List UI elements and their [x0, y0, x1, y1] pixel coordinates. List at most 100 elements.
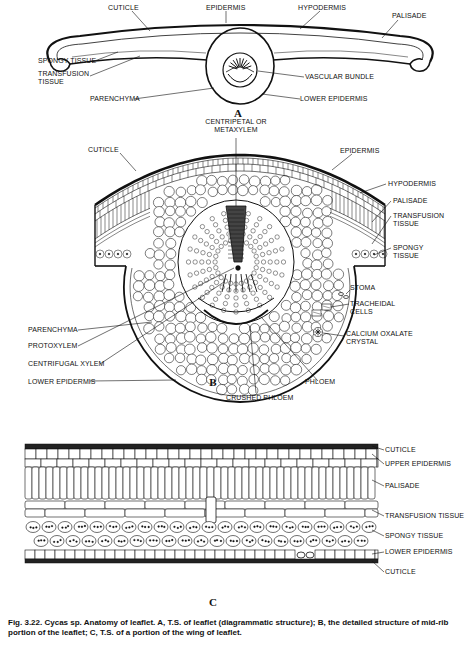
palisade-cell [109, 212, 110, 230]
palisade-cell [193, 467, 200, 499]
hypodermis-cell [105, 459, 121, 467]
phloem [198, 298, 274, 312]
epidermis-cell [289, 449, 300, 459]
epidermis-cell [253, 158, 254, 164]
epidermis-cell [255, 550, 265, 559]
bundle-cell [249, 244, 253, 248]
epidermis-cell [135, 550, 145, 559]
hypodermis-cell [364, 201, 365, 208]
parenchyma-cell [186, 196, 196, 206]
parenchyma-cell [165, 227, 175, 237]
part-label: PARENCHYMA [28, 326, 98, 334]
part-label: PHLOEM [305, 378, 355, 386]
leader-line [226, 11, 227, 23]
chloroplast [40, 539, 42, 541]
epidermis-cell [358, 191, 359, 197]
parenchyma-cell [259, 374, 269, 384]
parenchyma-cell [291, 217, 301, 227]
epidermis-cell [102, 449, 113, 459]
spongy-cell [306, 536, 320, 547]
parenchyma-cell [208, 323, 217, 332]
chloroplast [67, 525, 69, 527]
bundle-cell [273, 271, 277, 275]
epidermis-cell [267, 449, 278, 459]
parenchyma-cell [302, 290, 312, 300]
leader-line [258, 71, 304, 77]
palisade-cell [263, 467, 270, 499]
epidermis-cell [223, 449, 234, 459]
parenchyma-cell [269, 186, 279, 196]
parenchyma-cell [239, 333, 250, 344]
epidermis-cell [103, 203, 104, 209]
bundle-cell [267, 295, 271, 299]
chloroplast [43, 540, 45, 542]
parenchyma-cell [301, 333, 312, 344]
parenchyma-cell [260, 333, 269, 342]
lower-epidermis-line [354, 265, 385, 267]
spongy-cell [114, 536, 128, 547]
parenchyma-cell [312, 290, 323, 301]
chloroplast [180, 526, 182, 528]
leader-line [374, 248, 391, 255]
parenchyma-cell [323, 321, 333, 331]
epidermis-cell [85, 550, 95, 559]
parenchyma-cell [300, 280, 310, 290]
bundle-cell [258, 274, 262, 278]
epidermis-cell [235, 550, 245, 559]
bundle-cell [275, 285, 279, 289]
hypodermis-cell [169, 459, 185, 467]
epidermis-cell [25, 449, 36, 459]
epidermis-cell [205, 550, 215, 559]
epidermis-cell [108, 199, 109, 205]
midrib-outline [206, 28, 274, 104]
hypodermis-cell [329, 459, 345, 467]
palisade-cell [25, 467, 32, 499]
parenchyma-cell [323, 311, 333, 321]
spongy-cell [170, 522, 184, 533]
vascular-bundle [178, 200, 294, 324]
parenchyma-cell [269, 354, 278, 363]
palisade-cell [340, 195, 341, 213]
epidermis-cell [25, 550, 35, 559]
xylem-hatch [228, 230, 244, 231]
epidermis-cell [328, 176, 329, 182]
parenchyma-cell [239, 384, 249, 394]
part-label: TRACHEIDAL CELLS [350, 300, 410, 316]
epidermis-cell [363, 194, 364, 200]
bundle-cell [204, 242, 208, 246]
part-label: SPONGY TISSUE [393, 244, 448, 260]
spongy-cell [42, 522, 56, 533]
epidermis-cell [353, 188, 354, 194]
parenchyma-cell [282, 353, 291, 362]
parenchyma-cell [300, 312, 310, 322]
lower-epidermis-line [95, 265, 126, 267]
tracheidal-cell [322, 304, 331, 310]
protoxylem [236, 266, 241, 271]
palisade-cell [46, 467, 53, 499]
parenchyma-cell [187, 354, 197, 364]
bundle-cell [188, 273, 192, 277]
chloroplast [163, 526, 165, 528]
part-label: CALCIUM OXALATE CRYSTAL [346, 330, 416, 346]
bundle-cell [213, 297, 217, 301]
part-label: CUTICLE [88, 146, 138, 154]
parenchyma-cell [238, 185, 248, 195]
parenchyma-cell [322, 207, 331, 216]
leader-line [372, 561, 384, 572]
chloroplast [38, 540, 40, 542]
spongy-cell [162, 536, 176, 547]
leader-line [372, 216, 391, 244]
chloroplast [336, 526, 338, 528]
palisade-cell [129, 200, 130, 218]
parenchyma-cell [270, 333, 280, 343]
bundle-cell [207, 267, 211, 271]
palisade-cell [67, 467, 74, 499]
hypodermis-cell [41, 459, 57, 467]
leader-line [372, 530, 384, 536]
guard-cell [339, 293, 344, 296]
palisade-cell [186, 467, 193, 499]
palisade-cell [101, 217, 102, 235]
transfusion-cell [45, 509, 85, 517]
chloroplast [81, 526, 83, 528]
palisade-cell [277, 467, 284, 499]
